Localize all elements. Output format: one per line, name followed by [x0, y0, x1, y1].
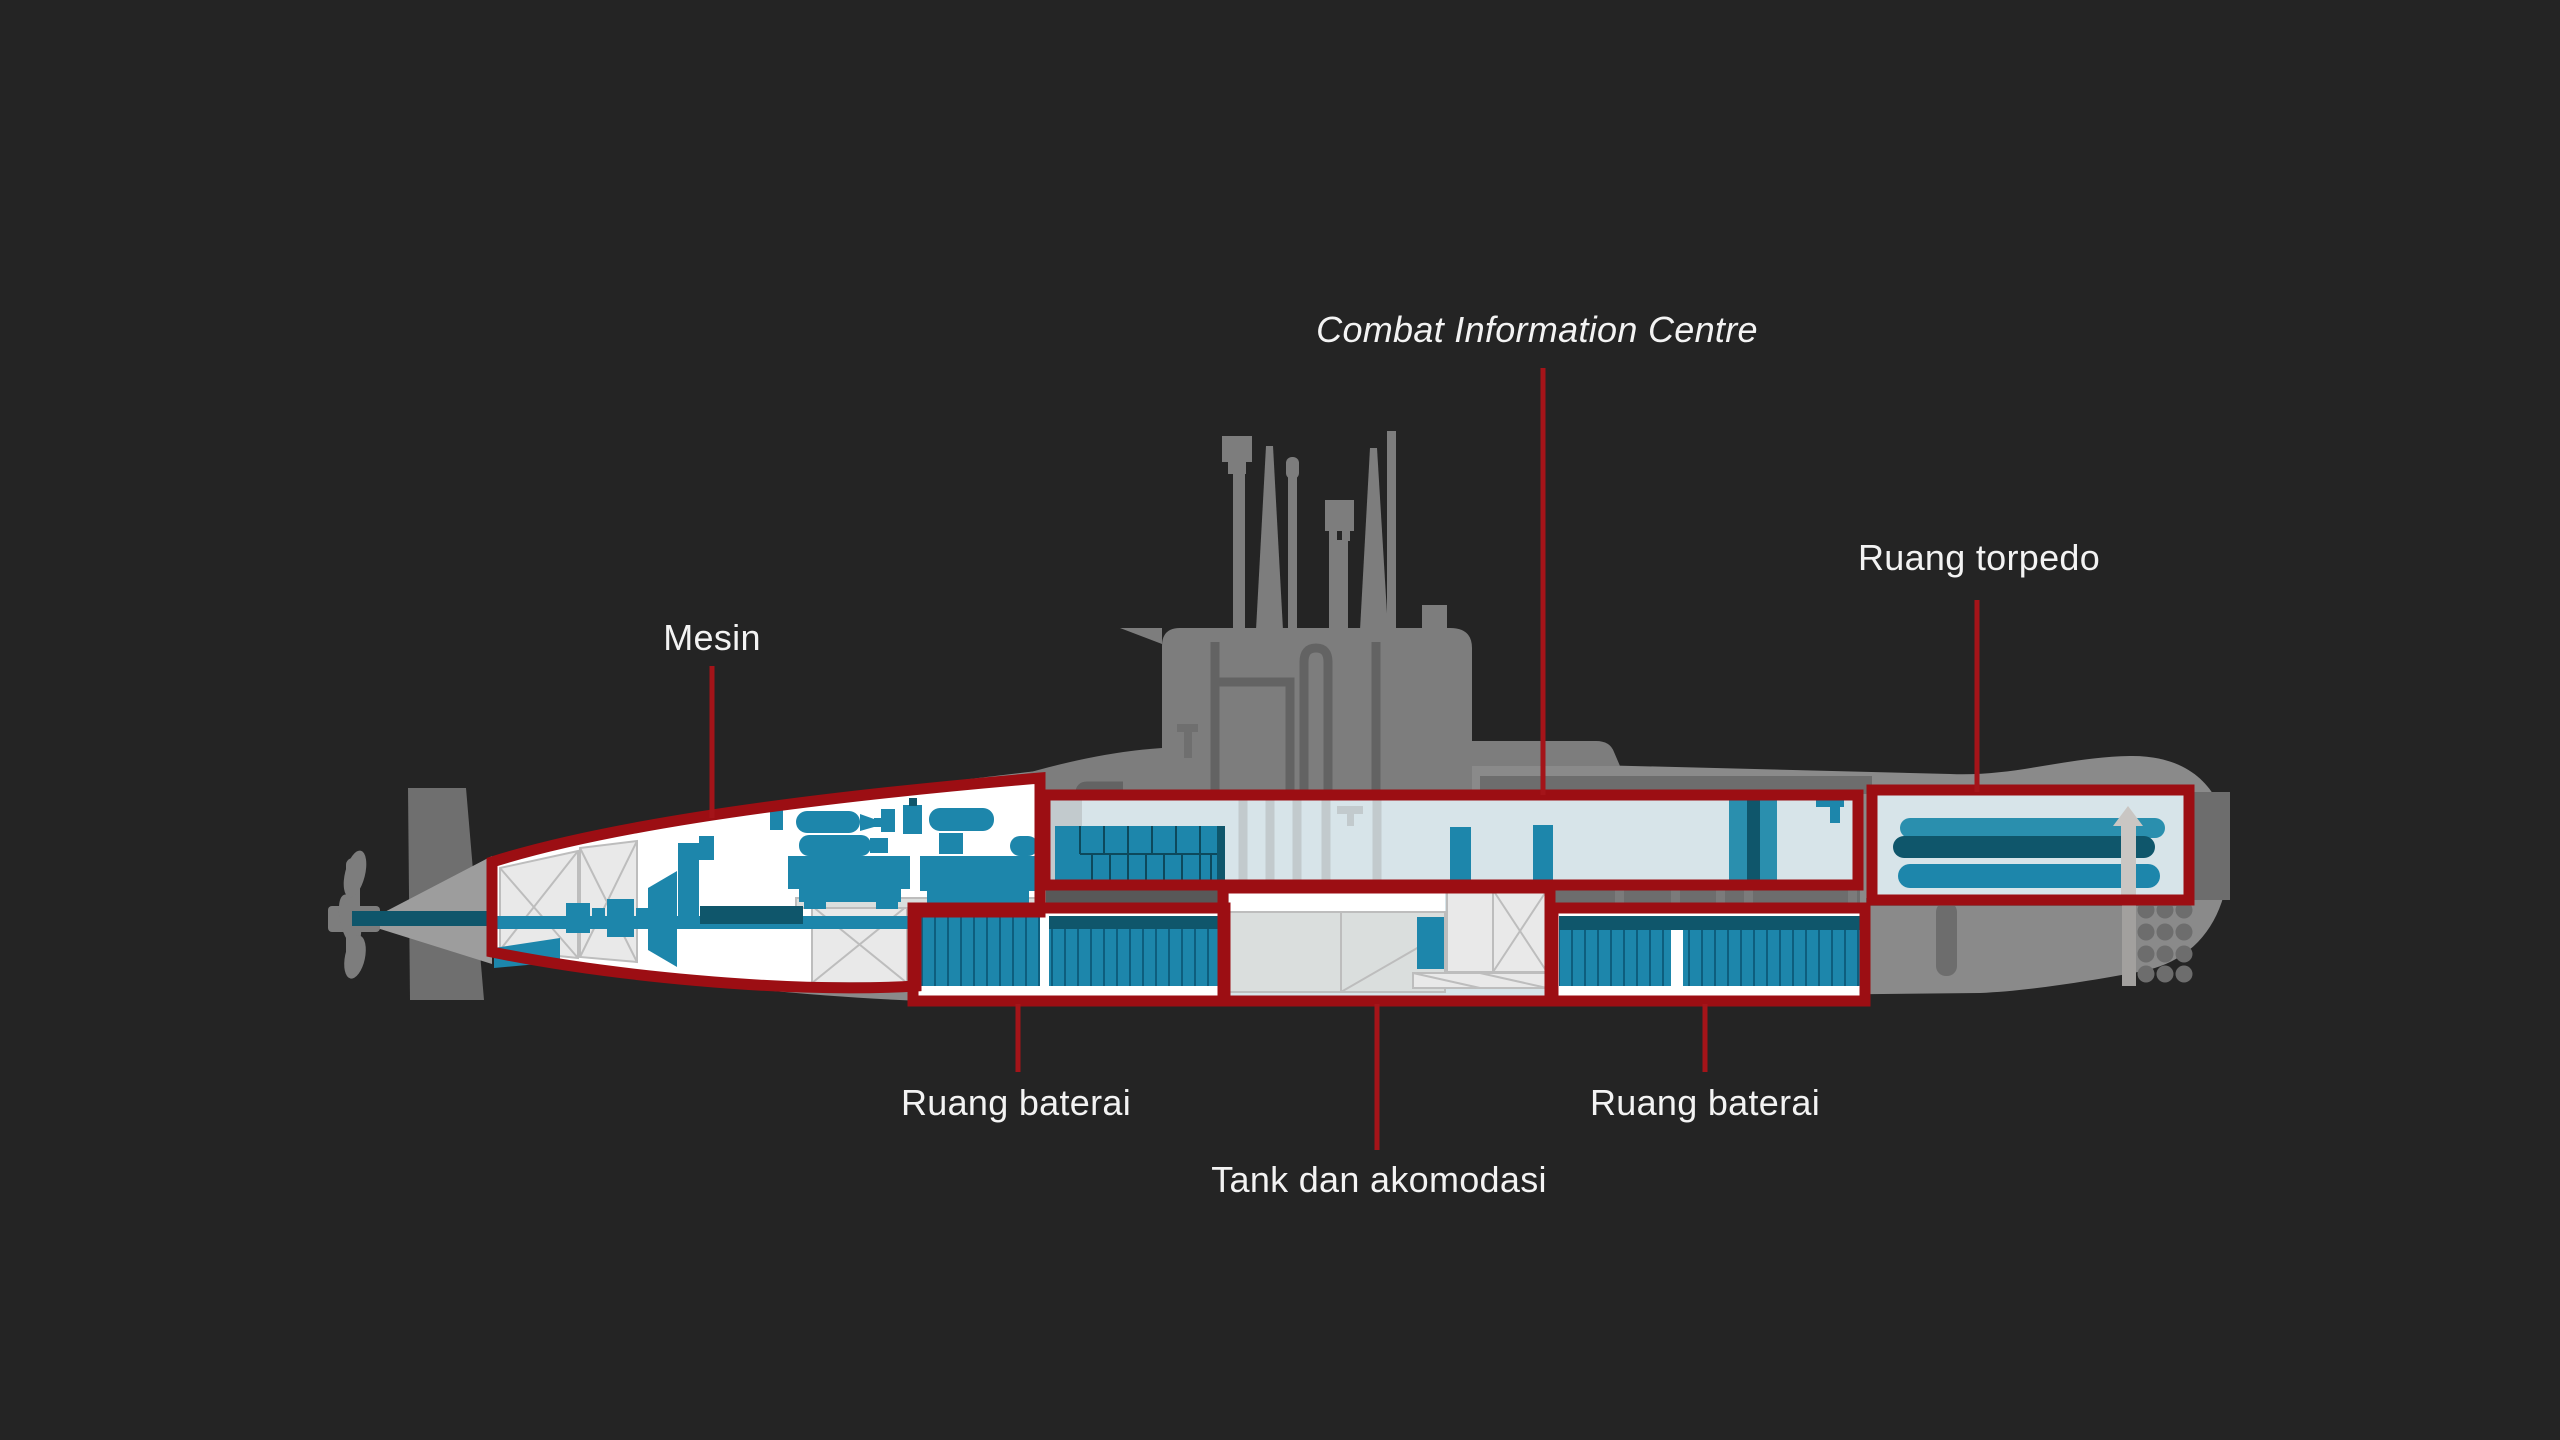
cic-trunk — [1729, 798, 1777, 882]
cic-console-block — [1055, 826, 1225, 880]
label-tank-dan-akomodasi: Tank dan akomodasi — [1211, 1159, 1547, 1200]
casing-step — [1472, 741, 1620, 766]
cic-cabinet-1 — [1450, 827, 1471, 885]
battery-bank — [919, 916, 1040, 986]
snorkel-notch-right — [1342, 531, 1350, 541]
torpedo-room-outline — [1866, 784, 2195, 906]
label-ruang-baterai-left: Ruang baterai — [900, 1082, 1132, 1123]
radar-mast — [1233, 470, 1245, 632]
snorkel-notch-left — [1329, 531, 1337, 541]
battery-cap — [1049, 916, 1219, 929]
snorkel-mast — [1329, 540, 1348, 632]
radar-mast-head — [1222, 436, 1252, 462]
tail-cone — [377, 856, 492, 964]
casing-wedge — [1024, 748, 1162, 795]
cic-cabinet-2 — [1533, 825, 1553, 885]
tank-accommodation-room — [1223, 888, 1550, 1001]
snorkel-head — [1325, 500, 1354, 531]
deck-t-mast — [1177, 724, 1198, 758]
cic-room — [1045, 795, 1858, 987]
sail-visor — [1120, 628, 1162, 644]
attack-periscope-mast — [1360, 448, 1388, 630]
tank-locker — [1417, 917, 1444, 969]
label-mesin: Mesin — [663, 617, 761, 658]
antenna-mast — [1288, 477, 1297, 632]
battery-right-outline — [1547, 902, 1871, 1007]
loading-hatch-arrow-icon — [2113, 806, 2143, 986]
masts — [1222, 431, 1396, 632]
radar-mast-neck — [1228, 460, 1246, 474]
label-combat-information-centre: Combat Information Centre — [1316, 309, 1758, 350]
label-ruang-torpedo: Ruang torpedo — [1857, 537, 2101, 578]
whip-antenna-mast — [1387, 431, 1396, 631]
sail-section — [1075, 431, 1472, 800]
tail-section — [328, 788, 494, 1000]
engine-machinery — [494, 798, 1042, 968]
torpedo-bottom — [1898, 864, 2160, 888]
battery-room-right — [1553, 908, 1865, 1001]
label-ruang-baterai-right: Ruang baterai — [1589, 1082, 1821, 1123]
torpedo-room — [1872, 790, 2189, 986]
propeller-shaft — [352, 911, 494, 926]
sail-aft-box — [1422, 605, 1447, 628]
torpedo-top — [1900, 818, 2165, 838]
battery-cap — [1559, 916, 1861, 930]
battery-bank — [1683, 930, 1861, 986]
battery-room-left — [913, 908, 1225, 1001]
periscope-mast — [1256, 446, 1283, 630]
antenna-knob — [1286, 457, 1299, 479]
sail-body — [1162, 628, 1472, 795]
cic-t-fixture — [1816, 798, 1844, 823]
ballast-pill — [1936, 902, 1957, 976]
battery-bank — [1049, 929, 1219, 986]
battery-bank — [1559, 930, 1671, 986]
engine-room — [492, 778, 1042, 988]
torpedo-middle — [1893, 836, 2155, 858]
compartment-outlines — [486, 772, 2195, 1007]
torpedo-tube-ports — [2137, 901, 2193, 983]
leader-lines — [709, 368, 1980, 1150]
